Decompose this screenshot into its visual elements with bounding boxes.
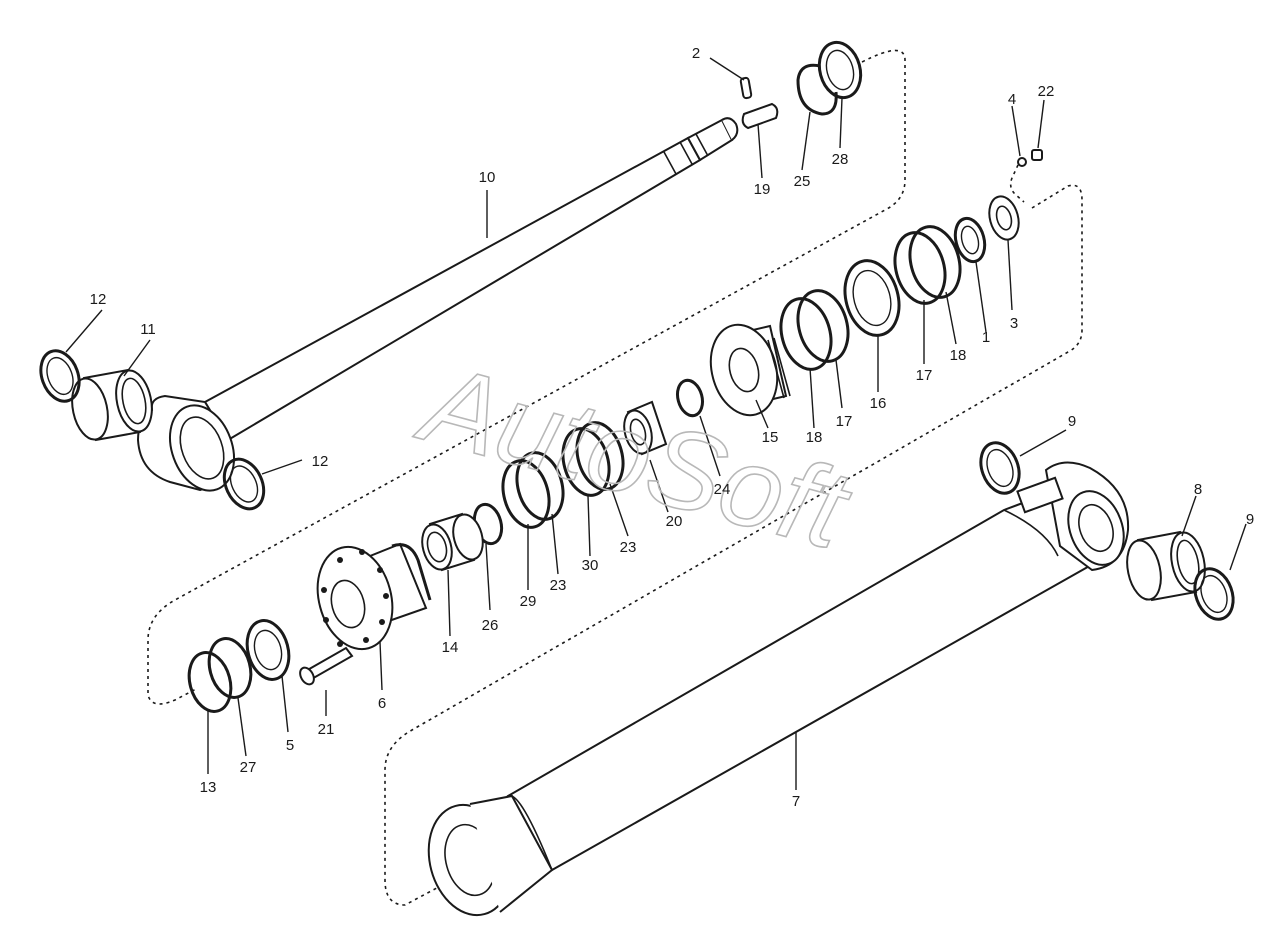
callout-9-upper: 9 [1068,413,1076,430]
callout-12-upper: 12 [90,291,107,308]
callout-19: 19 [754,181,771,198]
cushion-parts [623,378,704,456]
cylinder-head [299,542,432,686]
callout-24: 24 [714,481,731,498]
callout-20: 20 [666,513,683,530]
tube-eye-parts [979,441,1235,621]
callout-3: 3 [1010,315,1018,332]
callout-16: 16 [870,395,887,412]
piston [709,323,791,417]
cylinder-tube [427,461,1130,917]
rod-eye-bushing [71,368,153,442]
piston-nut-assembly [953,149,1043,264]
callout-11: 11 [140,321,156,338]
callout-14: 14 [442,639,459,656]
rod-end-small-parts [739,40,863,130]
piston-seal-rings [779,225,962,371]
callout-23-b: 23 [550,577,567,594]
callout-26: 26 [482,617,499,634]
callout-17-upper: 17 [916,367,933,384]
callout-2: 2 [692,45,700,62]
callout-18-upper: 18 [950,347,967,364]
callout-27: 27 [240,759,257,776]
callout-7: 7 [792,793,800,810]
callout-labels: 2 19 25 28 10 12 11 12 4 22 1 3 18 17 16… [90,45,1255,810]
callout-17-lower: 17 [836,413,853,430]
callout-21: 21 [318,721,335,738]
callout-15: 15 [762,429,779,446]
head-seal-rings [421,421,625,572]
assembly-guide-lines [147,49,1083,906]
callout-25: 25 [794,173,811,190]
leader-lines [65,57,1247,790]
callout-18-lower: 18 [806,429,823,446]
callout-4: 4 [1008,91,1016,108]
callout-10: 10 [479,169,496,186]
rod-seals-lower [187,619,291,713]
callout-1: 1 [982,329,990,346]
dust-seals-12 [39,349,266,511]
callout-9-lower: 9 [1246,511,1254,528]
callout-12-lower: 12 [312,453,329,470]
callout-28: 28 [832,151,849,168]
callout-30: 30 [582,557,599,574]
callout-29: 29 [520,593,537,610]
callout-23-a: 23 [620,539,637,556]
callout-8: 8 [1194,481,1202,498]
callout-22: 22 [1038,83,1055,100]
callout-13: 13 [200,779,217,796]
callout-6: 6 [378,695,386,712]
callout-5: 5 [286,737,294,754]
